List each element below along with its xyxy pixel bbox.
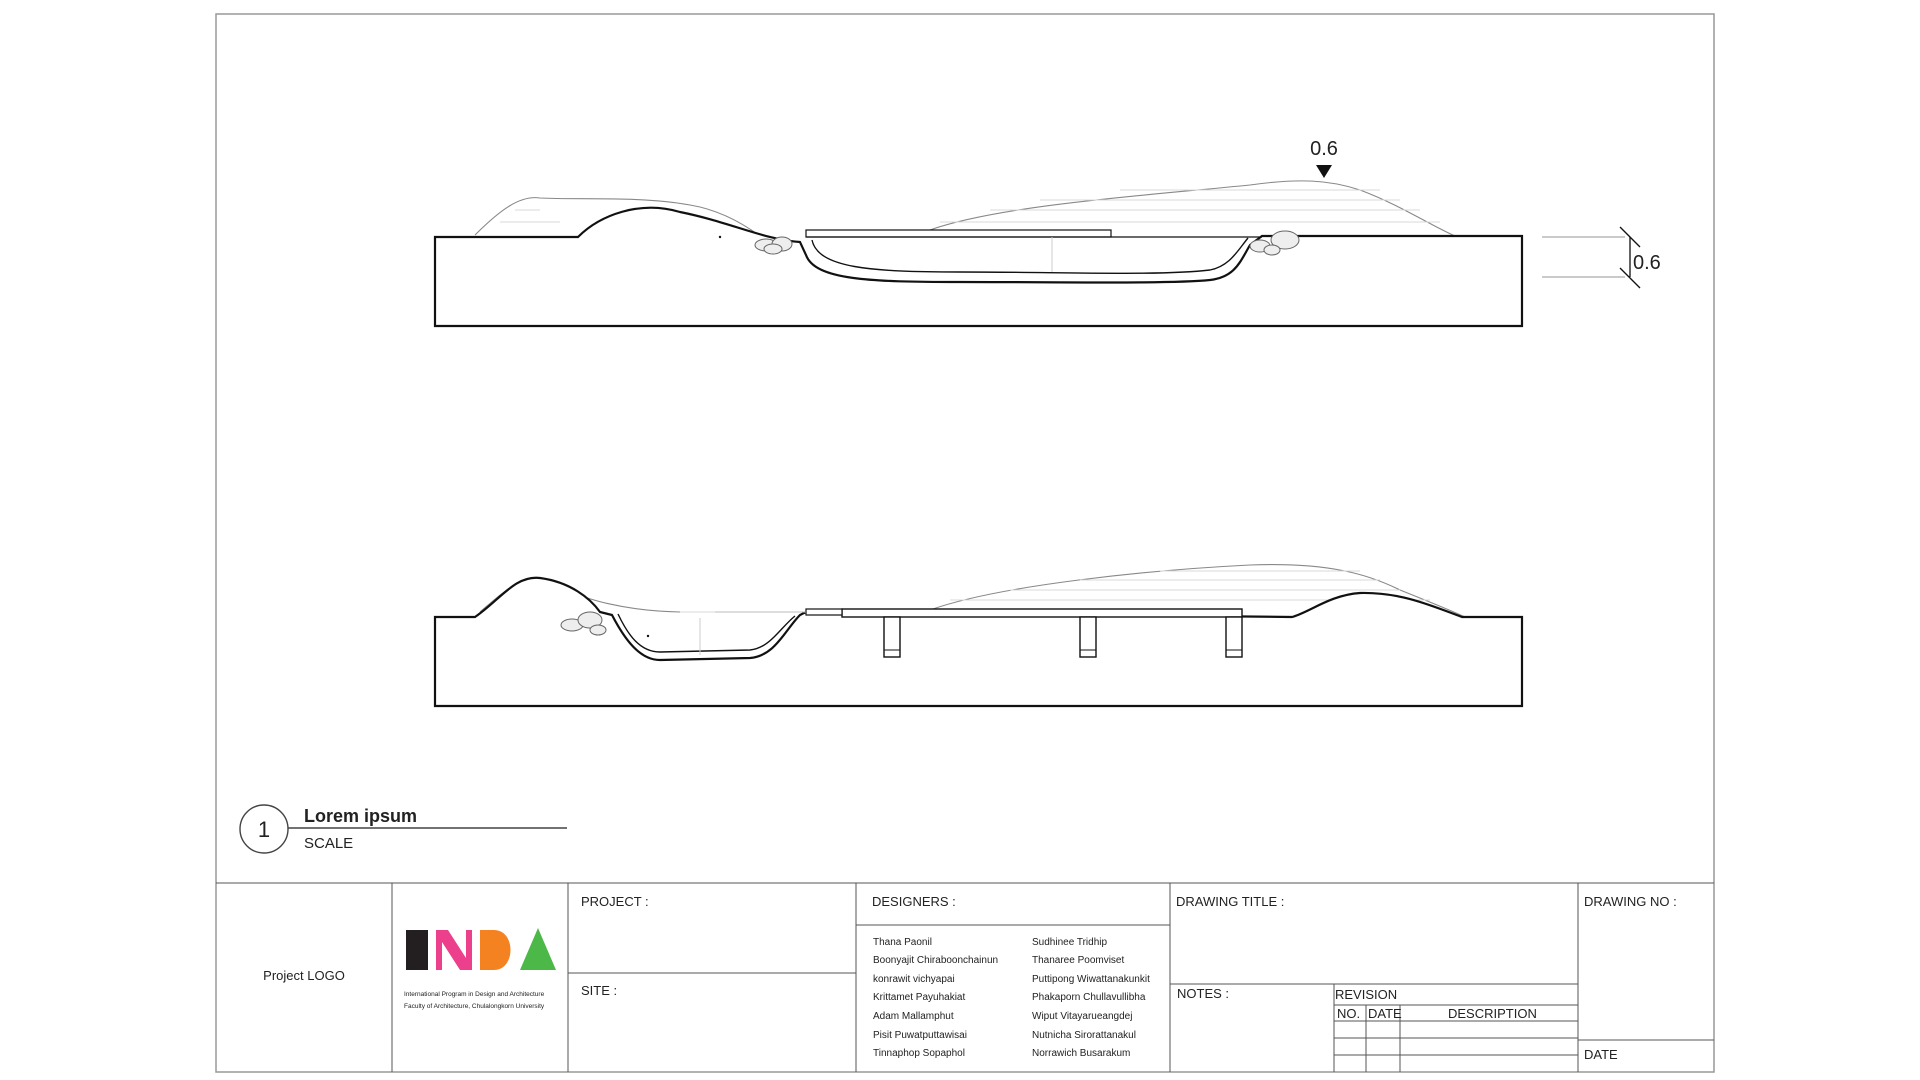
designer-name: Phakaporn Chullavullibha	[1032, 992, 1146, 1003]
lower-walkway-deck	[841, 608, 1243, 618]
project-logo-label: Project LOGO	[263, 968, 345, 983]
upper-shrub-left	[754, 236, 793, 255]
upper-deck	[805, 229, 1112, 238]
notes-label: NOTES :	[1177, 986, 1229, 1001]
view-number-circle	[239, 804, 289, 854]
sheet-border	[215, 13, 1715, 1073]
elevation-marker-icon	[1316, 165, 1332, 178]
designer-name: Thana Paonil	[873, 937, 932, 948]
logo-line-2: Faculty of Architecture, Chulalongkorn U…	[404, 1003, 545, 1010]
upper-pond-inner	[811, 237, 1249, 275]
designer-name: Thanaree Poomviset	[1032, 955, 1124, 966]
side-dimension	[1542, 226, 1641, 289]
designer-name: Puttipong Wiwattanakunkit	[1032, 974, 1150, 985]
lower-background-terrain-right	[929, 564, 1466, 618]
section-lower	[433, 564, 1524, 708]
designer-name: Nutnicha Sirorattanakul	[1032, 1030, 1136, 1041]
inda-logo: International Program in Design and Arch…	[404, 928, 556, 1010]
logo-letter-i	[406, 930, 428, 970]
lower-pond-inner	[617, 613, 796, 653]
logo-line-1: International Program in Design and Arch…	[404, 991, 545, 998]
section-upper: 0.6 0.6	[433, 138, 1661, 328]
view-number: 1	[258, 817, 270, 842]
designer-name: konrawit vichyapai	[873, 974, 955, 985]
designer-name: Tinnaphop Sopaphol	[873, 1048, 965, 1059]
designer-name: Krittamet Payuhakiat	[873, 992, 965, 1003]
lower-small-deck	[805, 608, 843, 616]
elevation-marker-value: 0.6	[1310, 138, 1338, 160]
pier-2	[1079, 616, 1097, 658]
title-block	[216, 882, 1714, 1072]
date-label: DATE	[1584, 1047, 1618, 1062]
drawing-title-label: DRAWING TITLE :	[1176, 894, 1284, 909]
revision-col-date: DATE	[1368, 1006, 1402, 1021]
upper-terrain-hatch	[500, 189, 1440, 223]
designer-name: Adam Mallamphut	[873, 1011, 954, 1022]
revision-col-description: DESCRIPTION	[1448, 1006, 1537, 1021]
logo-letter-d	[480, 930, 511, 970]
logo-letter-n	[436, 930, 472, 970]
side-dimension-value: 0.6	[1633, 252, 1661, 274]
view-title: 1 Lorem ipsum SCALE	[239, 804, 567, 854]
pier-3	[1225, 616, 1243, 658]
designer-name: Boonyajit Chiraboonchainun	[873, 955, 998, 966]
drawing-no-label: DRAWING NO :	[1584, 894, 1677, 909]
lower-ground-section	[433, 576, 1524, 708]
lower-shrub	[560, 611, 607, 636]
lower-piers	[883, 616, 1243, 658]
view-title-name: Lorem ipsum	[304, 806, 417, 826]
view-scale-label: SCALE	[304, 835, 353, 852]
designers-label: DESIGNERS :	[872, 894, 956, 909]
designer-name: Pisit Puwatputtawisai	[873, 1030, 967, 1041]
site-label: SITE :	[581, 983, 617, 998]
revision-col-no: NO.	[1337, 1006, 1360, 1021]
designer-name: Norrawich Busarakum	[1032, 1048, 1130, 1059]
designer-name: Sudhinee Tridhip	[1032, 937, 1107, 948]
upper-ground-section	[433, 206, 1524, 328]
revision-label: REVISION	[1335, 987, 1397, 1002]
designers-list-col1: Thana Paonil Boonyajit Chiraboonchainun …	[873, 937, 998, 1059]
pier-1	[883, 616, 901, 658]
logo-letter-a	[520, 928, 556, 970]
upper-background-terrain-right	[929, 180, 1456, 237]
designer-name: Wiput Vitayarueangdej	[1032, 1011, 1132, 1022]
upper-shrub-right	[1249, 230, 1300, 256]
project-label: PROJECT :	[581, 894, 649, 909]
upper-background-terrain-left	[474, 197, 761, 237]
designers-list-col2: Sudhinee Tridhip Thanaree Poomviset Putt…	[1032, 937, 1150, 1059]
